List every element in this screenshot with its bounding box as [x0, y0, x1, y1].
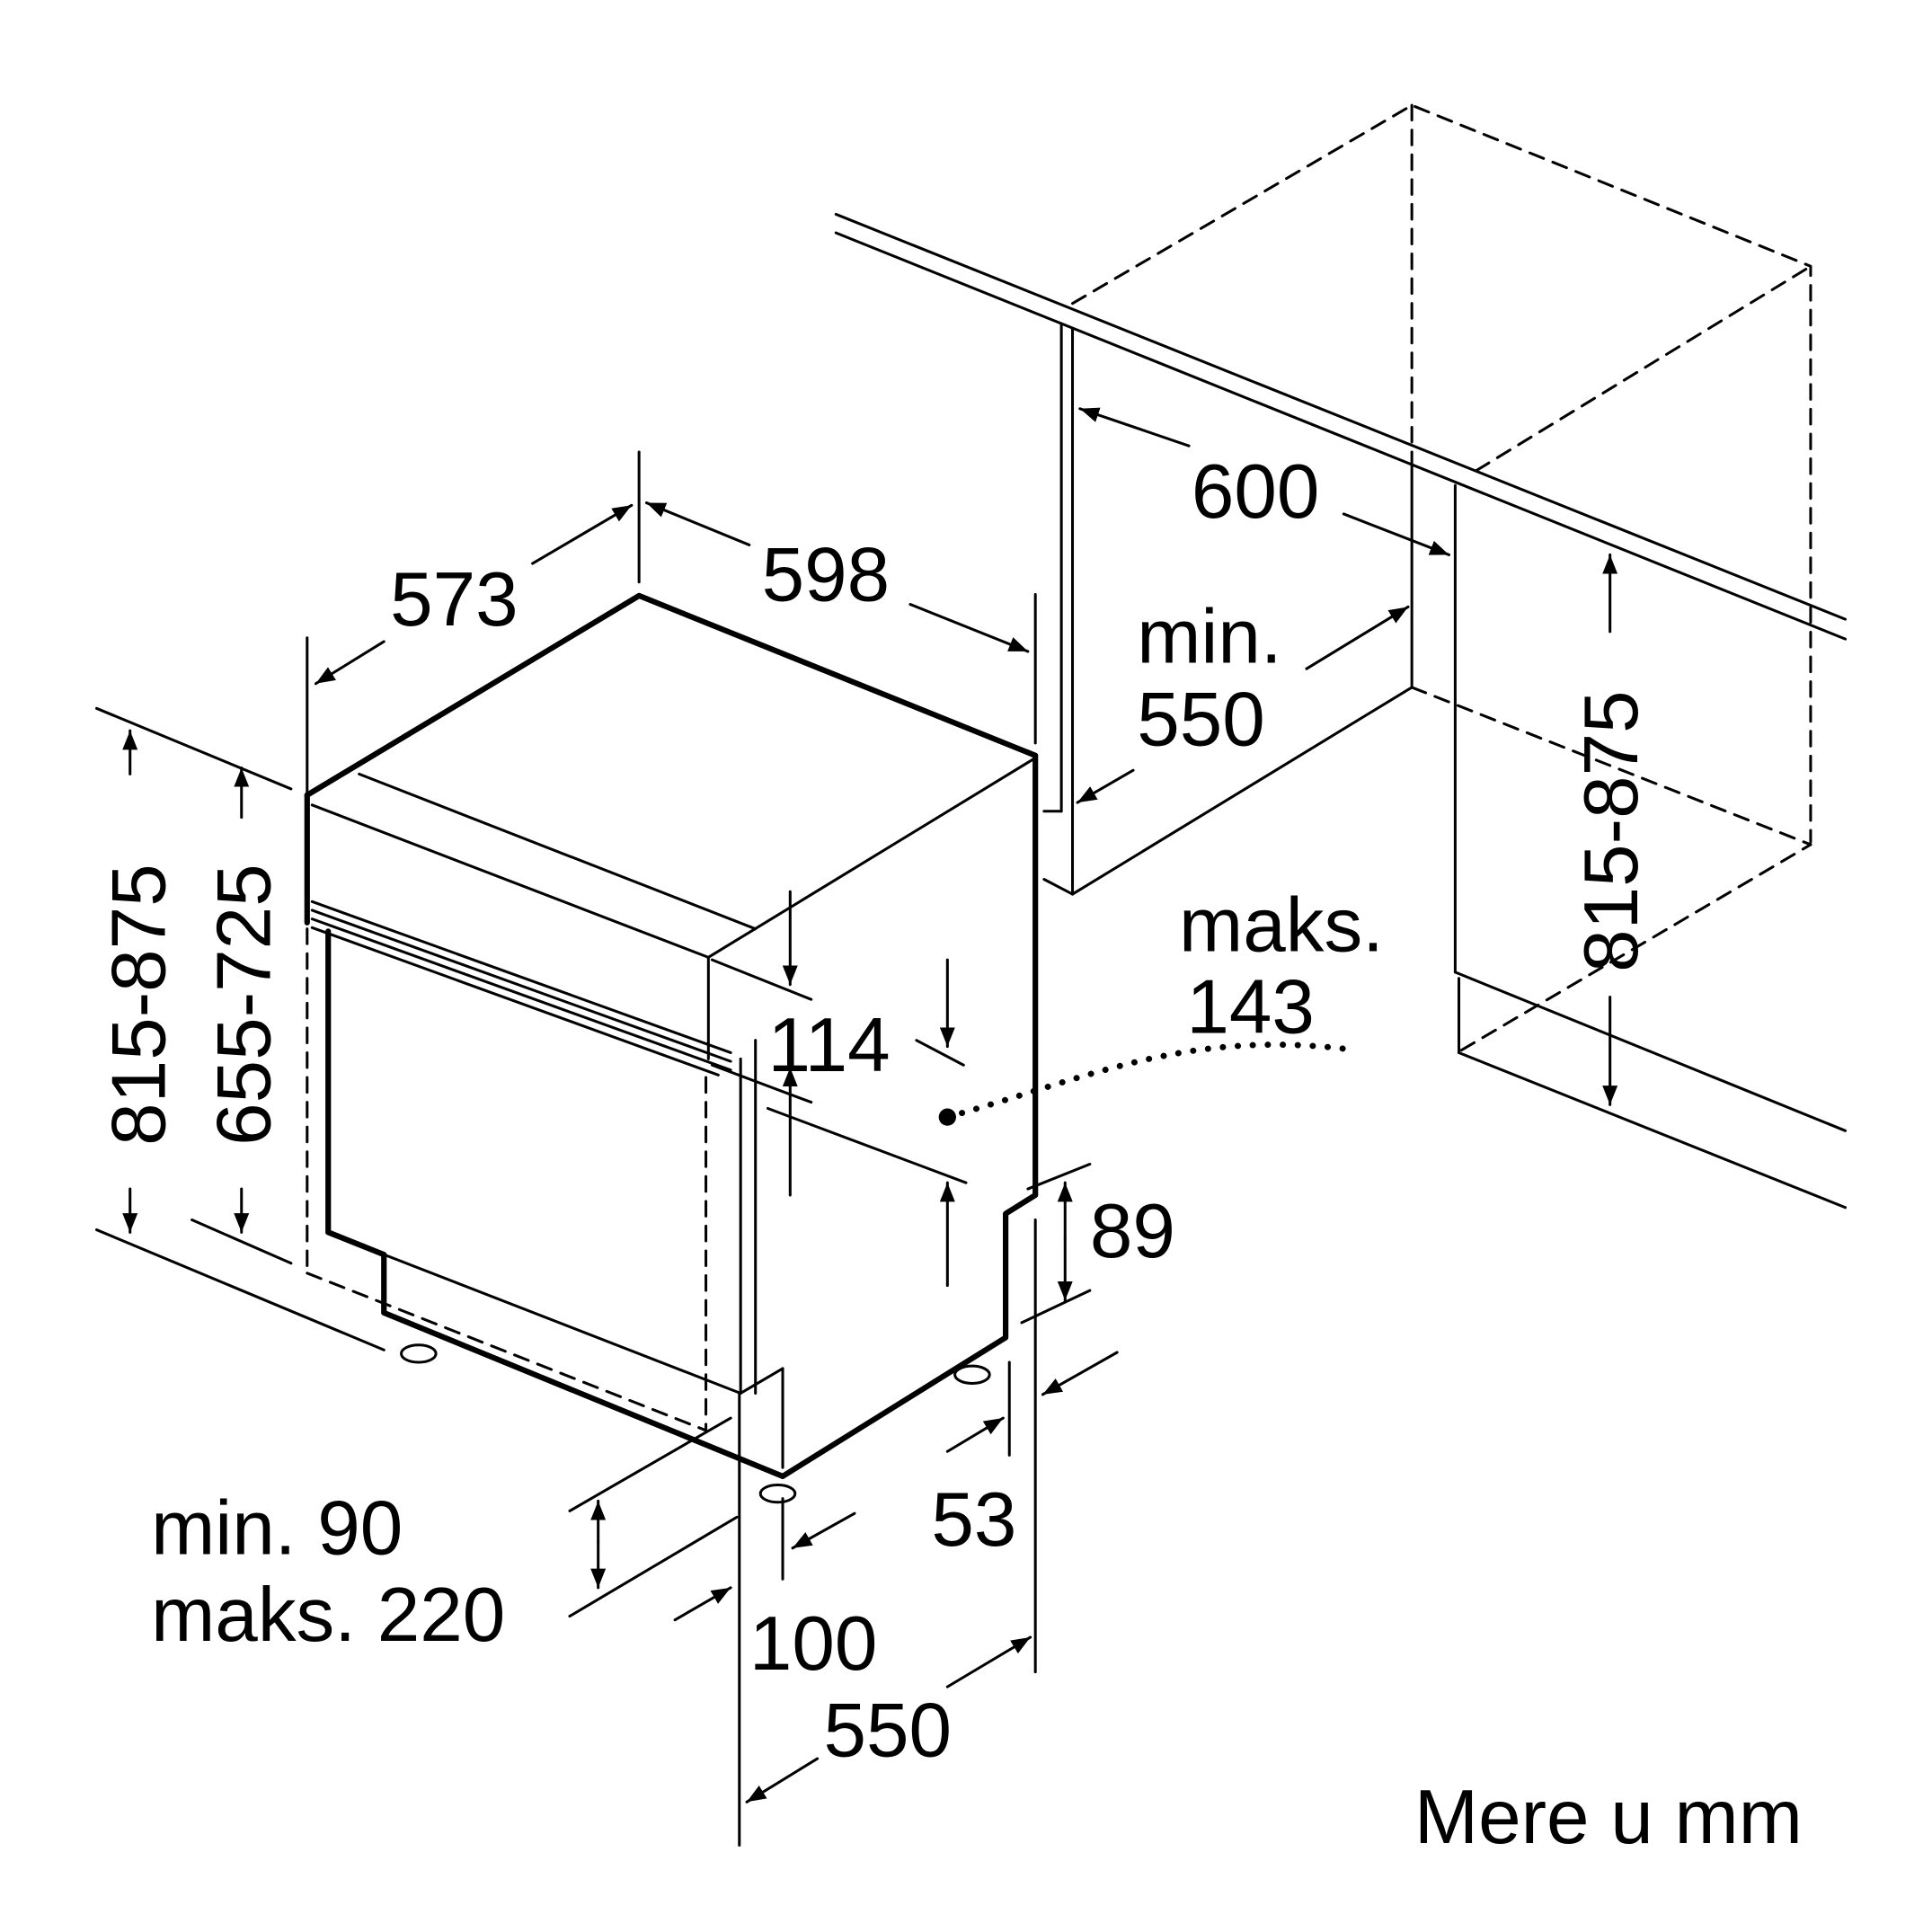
kitchen-cabinet — [834, 103, 1848, 1210]
foot-left — [400, 1343, 438, 1364]
label-height-655-725: 655-725 — [201, 864, 287, 1146]
label-niche-depth-550: 550 — [1137, 678, 1265, 763]
unit-note: Mere u mm — [1414, 1775, 1803, 1860]
label-depth-573: 573 — [390, 557, 518, 643]
label-niche-depth-min: min. — [1137, 594, 1281, 679]
label-panel-114: 114 — [767, 1003, 890, 1088]
foot-right — [953, 1364, 991, 1385]
label-plinth-89: 89 — [1090, 1189, 1175, 1274]
dimension-lines — [94, 407, 1618, 1848]
label-base-depth-550: 550 — [824, 1688, 953, 1773]
label-door-max: maks. — [1179, 882, 1384, 968]
label-width-598: 598 — [762, 532, 891, 617]
label-plinth-53: 53 — [931, 1477, 1016, 1563]
foot-front — [758, 1483, 797, 1504]
dishwasher-outline — [304, 592, 1360, 1504]
label-niche-width-600: 600 — [1192, 449, 1320, 535]
label-height-815-875-left: 815-875 — [96, 864, 182, 1146]
label-plinth-max-220: maks. 220 — [151, 1573, 505, 1658]
label-plinth-min-90: min. 90 — [151, 1486, 403, 1572]
label-niche-height-815-875: 815-875 — [1569, 690, 1654, 972]
label-plinth-depth-100: 100 — [749, 1601, 878, 1687]
label-door-143: 143 — [1186, 964, 1315, 1050]
